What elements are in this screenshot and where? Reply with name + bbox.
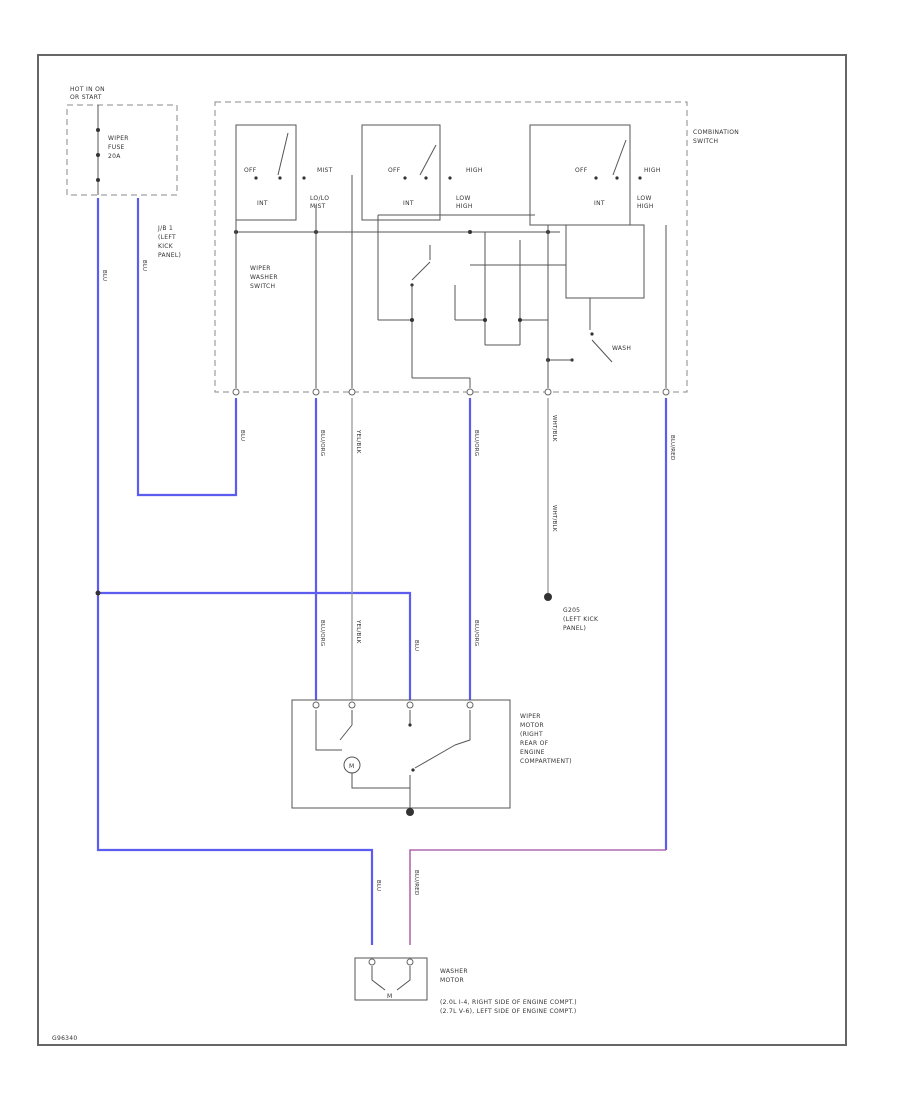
svg-text:BLU: BLU [413,640,419,651]
svg-text:YEL/BLK: YEL/BLK [355,619,361,644]
svg-text:PANEL): PANEL) [563,625,586,632]
washer-contact-label: WASH [612,345,631,352]
svg-text:LOW: LOW [637,195,652,202]
svg-text:KICK: KICK [158,243,174,250]
svg-text:INT: INT [257,200,268,207]
svg-text:PANEL): PANEL) [158,252,181,259]
svg-text:YEL/BLK: YEL/BLK [355,429,361,454]
svg-text:BLU: BLU [375,880,381,891]
combination-switch: COMBINATION SWITCH OFF MIST INT LO/LO MI… [214,101,739,396]
ground-g205-label: G205 (LEFT KICK PANEL) [563,607,599,632]
svg-text:INT: INT [403,200,414,207]
svg-text:(RIGHT: (RIGHT [520,731,543,738]
junction-block-label: J/B 1 (LEFT KICK PANEL) [157,225,181,259]
svg-text:BLU/ORG: BLU/ORG [319,620,325,646]
svg-text:LO/LO: LO/LO [310,195,329,202]
svg-text:WIPER: WIPER [250,265,271,272]
svg-text:(2.7L V-6), LEFT SIDE OF ENGIN: (2.7L V-6), LEFT SIDE OF ENGINE COMPT.) [440,1008,577,1015]
svg-text:LOW: LOW [456,195,471,202]
diagram-border [37,54,847,1046]
svg-text:BLU/ORG: BLU/ORG [319,430,325,456]
svg-text:ENGINE: ENGINE [520,749,545,756]
svg-text:WHT/BLK: WHT/BLK [551,505,557,532]
svg-text:MOTOR: MOTOR [440,977,464,984]
fuse-panel-header-line1: HOT IN ON [70,86,105,93]
footer-code: G96340 [52,1035,78,1042]
svg-text:MOTOR: MOTOR [520,722,544,729]
svg-text:HIGH: HIGH [466,167,483,174]
svg-text:BLU/RED: BLU/RED [413,870,419,895]
svg-text:BLU: BLU [239,430,245,441]
combination-switch-title-line2: SWITCH [693,138,718,145]
svg-text:OFF: OFF [388,167,401,174]
svg-text:(LEFT KICK: (LEFT KICK [563,616,599,623]
svg-text:WHT/BLK: WHT/BLK [551,415,557,442]
svg-text:BLU/ORG: BLU/ORG [473,620,479,646]
wire-labels: BLU BLU BLU BLU/ORG YEL/BLK BLU/ORG WHT/… [101,260,675,895]
svg-text:OFF: OFF [244,167,257,174]
svg-text:G205: G205 [563,607,580,614]
svg-text:(LEFT: (LEFT [158,234,176,241]
wiper-motor: M WIPER MOTOR (RIGHT REAR OF ENGINE COMP… [291,699,572,816]
svg-text:HIGH: HIGH [644,167,661,174]
fuse-label-line3: 20A [108,153,121,160]
svg-text:J/B 1: J/B 1 [157,225,173,232]
combination-switch-title-line1: COMBINATION [693,129,739,136]
wiper-motor-symbol: M [349,763,354,770]
fuse-label-line2: FUSE [108,144,125,151]
svg-text:BLU: BLU [101,270,107,281]
washer-motor-symbol: M [387,993,392,1000]
wire-harness [95,198,668,945]
washer-motor: M WASHER MOTOR (2.0L I-4, RIGHT SIDE OF … [354,957,577,1015]
svg-text:BLU/RED: BLU/RED [669,435,675,460]
svg-text:INT: INT [594,200,605,207]
svg-text:BLU: BLU [141,260,147,271]
svg-text:(2.0L I-4, RIGHT SIDE OF ENGIN: (2.0L I-4, RIGHT SIDE OF ENGINE COMPT.) [440,999,577,1006]
fuse-panel: HOT IN ON OR START WIPER FUSE 20A [66,86,178,196]
svg-text:OFF: OFF [575,167,588,174]
fuse-panel-header-line2: OR START [70,94,102,101]
svg-text:WIPER: WIPER [520,713,541,720]
svg-text:COMPARTMENT): COMPARTMENT) [520,758,572,765]
svg-text:WASHER: WASHER [440,968,468,975]
svg-text:SWITCH: SWITCH [250,283,275,290]
svg-text:BLU/ORG: BLU/ORG [473,430,479,456]
svg-text:REAR OF: REAR OF [520,740,549,747]
svg-text:MIST: MIST [310,203,326,210]
svg-text:HIGH: HIGH [456,203,473,210]
svg-text:MIST: MIST [317,167,333,174]
svg-text:WASHER: WASHER [250,274,278,281]
fuse-label-line1: WIPER [108,135,129,142]
svg-text:HIGH: HIGH [637,203,654,210]
